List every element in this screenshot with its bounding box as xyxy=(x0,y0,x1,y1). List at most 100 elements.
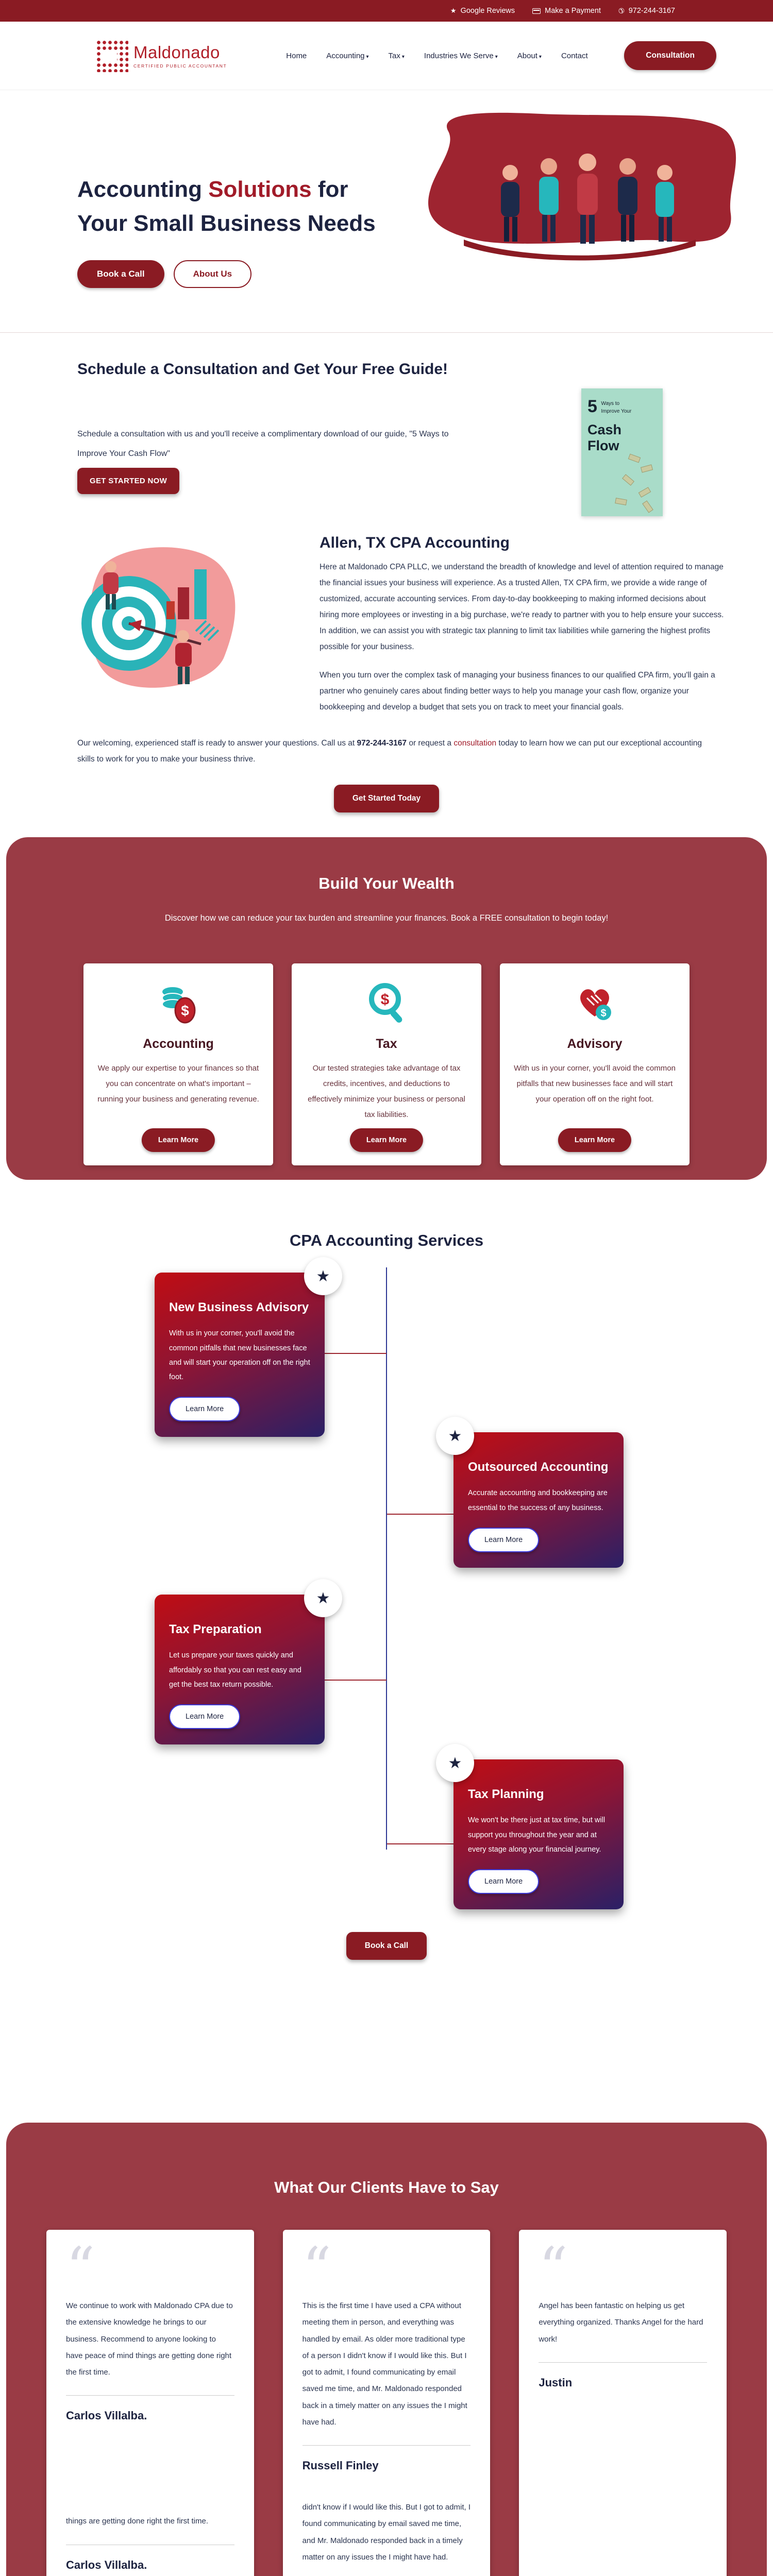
card-title: Advisory xyxy=(567,1037,623,1051)
card-body: With us in your corner, you'll avoid the… xyxy=(514,1064,676,1104)
services-title: CPA Accounting Services xyxy=(289,1231,484,1249)
chevron-down-icon: ▾ xyxy=(366,54,369,60)
nav-item-about[interactable]: About▾ xyxy=(517,51,542,60)
business-team-illustration xyxy=(417,111,737,281)
allen-closing: Our welcoming, experienced staff is read… xyxy=(77,739,702,764)
card-title: Tax Planning xyxy=(468,1787,544,1801)
nav-item-tax[interactable]: Tax▾ xyxy=(388,51,405,60)
guide-body: Schedule a consultation with us and you'… xyxy=(77,430,449,459)
learn-more-button[interactable]: Learn More xyxy=(349,1128,424,1152)
card-body: Our tested strategies take advantage of … xyxy=(308,1064,465,1119)
testimonials-title: What Our Clients Have to Say xyxy=(274,2178,499,2196)
person-2 xyxy=(539,158,559,242)
hero-section: Accounting Solutions for Your Small Busi… xyxy=(0,90,773,332)
person-3 xyxy=(577,154,598,244)
testimonial-author: Justin xyxy=(539,2376,573,2389)
wealth-title: Build Your Wealth xyxy=(318,874,455,892)
consultation-link[interactable]: consultation xyxy=(453,739,497,748)
service-card-advisory: $ Advisory With us in your corner, you'l… xyxy=(500,963,690,1165)
testimonial-text-repeat: things are getting done right the first … xyxy=(66,2517,208,2526)
phone-number: 972-244-3167 xyxy=(357,739,407,748)
nav-item-home[interactable]: Home xyxy=(286,51,307,60)
testimonial-text: We continue to work with Maldonado CPA d… xyxy=(66,2301,233,2377)
google-reviews-label: Google Reviews xyxy=(460,7,515,15)
allen-heading: Allen, TX CPA Accounting xyxy=(320,534,510,551)
nav-links: Home Accounting▾ Tax▾ Industries We Serv… xyxy=(286,52,587,60)
card-body: With us in your corner, you'll avoid the… xyxy=(169,1329,310,1382)
learn-more-button[interactable]: Learn More xyxy=(169,1397,241,1422)
timeline-line xyxy=(386,1267,387,1850)
logo-subtitle: CERTIFIED PUBLIC ACCOUNTANT xyxy=(133,63,227,69)
testimonial-card: “ This is the first time I have used a C… xyxy=(282,2230,491,2576)
cpa-services-section: CPA Accounting Services ★ New Business A… xyxy=(0,1180,773,2107)
make-payment-label: Make a Payment xyxy=(545,7,601,15)
nav-item-contact[interactable]: Contact xyxy=(561,51,588,60)
star-badge-icon: ★ xyxy=(436,1417,474,1455)
magnifier-dollar-icon: $ xyxy=(305,980,468,1027)
learn-more-button[interactable]: Learn More xyxy=(141,1128,215,1152)
card-body: We apply our expertise to your finances … xyxy=(97,1064,259,1104)
service-card-tax: $ Tax Our tested strategies take advanta… xyxy=(292,963,481,1165)
person-5 xyxy=(656,165,674,242)
testimonial-text-repeat: didn't know if I would like this. But I … xyxy=(302,2503,471,2562)
quote-icon: “ xyxy=(539,2235,568,2301)
testimonial-author: Russell Finley xyxy=(302,2459,379,2472)
star-icon: ★ xyxy=(450,7,457,14)
testimonial-author: Carlos Villalba. xyxy=(66,2409,147,2422)
nav-item-accounting[interactable]: Accounting▾ xyxy=(326,51,369,60)
timeline-card-tax-planning: ★ Tax Planning We won't be there just at… xyxy=(436,1744,624,1910)
hero-title: Accounting Solutions for Your Small Busi… xyxy=(77,177,376,236)
card-title: Tax xyxy=(376,1037,397,1051)
book-a-call-button[interactable]: Book a Call xyxy=(346,1932,427,1960)
handshake-heart-icon: $ xyxy=(513,980,676,1027)
allen-paragraph-1: Here at Maldonado CPA PLLC, we understan… xyxy=(320,563,724,651)
about-us-button[interactable]: About Us xyxy=(173,260,252,288)
nav-item-industries[interactable]: Industries We Serve▾ xyxy=(424,51,498,60)
coins-dollar-icon: $ xyxy=(97,980,260,1027)
chevron-down-icon: ▾ xyxy=(495,54,498,60)
learn-more-button[interactable]: Learn More xyxy=(468,1527,540,1552)
timeline-card-tax-preparation: ★ Tax Preparation Let us prepare your ta… xyxy=(155,1579,342,1745)
timeline-connector xyxy=(324,1680,386,1681)
consultation-button[interactable]: Consultation xyxy=(624,41,716,70)
timeline-connector xyxy=(387,1843,453,1844)
testimonial-card: “ Angel has been fantastic on helping us… xyxy=(519,2230,727,2576)
testimonial-author: Carlos Villalba. xyxy=(66,2558,147,2571)
quote-icon: “ xyxy=(66,2235,95,2301)
target-goal-illustration xyxy=(80,538,245,698)
wealth-subtitle: Discover how we can reduce your tax burd… xyxy=(164,913,609,923)
free-guide-section: Schedule a Consultation and Get Your Fre… xyxy=(0,332,773,523)
get-started-now-button[interactable]: GET STARTED NOW xyxy=(77,468,180,494)
google-reviews-link[interactable]: ★ Google Reviews xyxy=(450,7,515,15)
person-1 xyxy=(501,165,519,242)
logo[interactable]: Maldonado CERTIFIED PUBLIC ACCOUNTANT xyxy=(95,39,227,72)
service-card-accounting: $ Accounting We apply our expertise to y… xyxy=(83,963,273,1165)
get-started-today-button[interactable]: Get Started Today xyxy=(333,785,440,812)
star-badge-icon: ★ xyxy=(304,1579,342,1617)
learn-more-button[interactable]: Learn More xyxy=(468,1869,540,1894)
learn-more-button[interactable]: Learn More xyxy=(558,1128,632,1152)
card-title: New Business Advisory xyxy=(169,1300,309,1314)
logo-name: Maldonado xyxy=(133,43,220,62)
guide-heading: Schedule a Consultation and Get Your Fre… xyxy=(77,361,448,378)
learn-more-button[interactable]: Learn More xyxy=(169,1704,241,1730)
make-payment-link[interactable]: Make a Payment xyxy=(532,7,601,15)
timeline-connector xyxy=(324,1353,386,1354)
chevron-down-icon: ▾ xyxy=(401,54,405,60)
allen-paragraph-2: When you turn over the complex task of m… xyxy=(320,671,715,711)
chevron-down-icon: ▾ xyxy=(539,54,542,60)
card-title: Outsourced Accounting xyxy=(468,1460,609,1474)
credit-card-icon xyxy=(532,8,541,14)
card-body: Accurate accounting and bookkeeping are … xyxy=(468,1489,608,1512)
allen-paragraphs: Here at Maldonado CPA PLLC, we understan… xyxy=(320,559,727,715)
timeline-card-outsourced-accounting: ★ Outsourced Accounting Accurate account… xyxy=(436,1417,624,1568)
phone-link[interactable]: ✆ 972-244-3167 xyxy=(618,7,675,15)
phone-icon: ✆ xyxy=(618,6,625,15)
book-a-call-button[interactable]: Book a Call xyxy=(77,260,164,288)
build-your-wealth-section: Build Your Wealth Discover how we can re… xyxy=(6,837,767,1180)
allen-tx-section: Allen, TX CPA Accounting Here at Maldona… xyxy=(0,523,773,837)
card-title: Tax Preparation xyxy=(169,1622,262,1636)
testimonial-card: “ We continue to work with Maldonado CPA… xyxy=(46,2230,254,2576)
timeline-card-new-business-advisory: ★ New Business Advisory With us in your … xyxy=(155,1257,342,1437)
main-navigation: Maldonado CERTIFIED PUBLIC ACCOUNTANT Ho… xyxy=(0,22,773,90)
